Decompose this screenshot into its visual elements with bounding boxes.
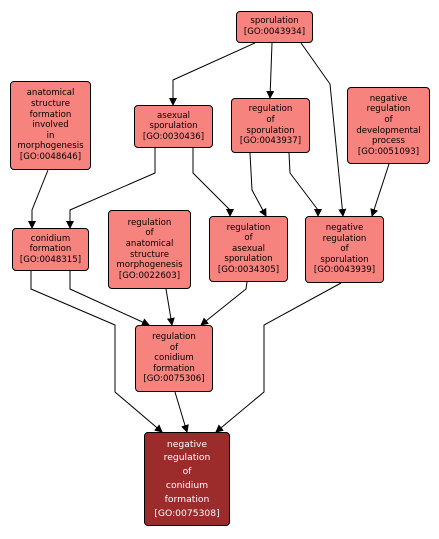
node-label-line: sporulation <box>320 254 369 265</box>
node-label-line: in <box>46 130 55 141</box>
node-label-line: conidium <box>154 353 194 364</box>
node-label-line: of <box>384 114 393 125</box>
edge-GO-0043934-to-GO-0043939 <box>300 42 347 217</box>
edge-GO-0051093-to-GO-0043939 <box>370 163 390 217</box>
node-label-line: process <box>371 136 406 147</box>
node-label-line: [GO:0043937] <box>239 136 302 147</box>
edge-GO-0048315-to-GO-0075308 <box>30 271 163 433</box>
node-label-line: regulation <box>366 104 411 115</box>
node-label-line: of <box>169 342 179 353</box>
node-label-line: sporulation <box>224 254 273 265</box>
node-label-line: of <box>340 244 349 255</box>
edge-GO-0048646-to-GO-0048315 <box>28 169 49 229</box>
node-label-line: anatomical <box>26 88 75 99</box>
edge-GO-0043937-to-GO-0034305 <box>249 152 267 217</box>
node-label-line: formation <box>29 244 72 255</box>
go-term-node-go-0075308[interactable]: negative regulation of conidium formation [GO… <box>144 432 230 526</box>
edge-GO-0043934-to-GO-0030436 <box>169 42 256 106</box>
edge-GO-0075306-to-GO-0075308 <box>174 391 189 433</box>
edge-GO-0030436-to-GO-0048315 <box>66 148 156 229</box>
node-label-line: of <box>266 114 275 125</box>
node-label-line: formation <box>29 109 72 120</box>
edge-GO-0043934-to-GO-0043937 <box>266 42 275 99</box>
node-label-line: asexual <box>156 110 191 121</box>
node-label-line: negative <box>325 223 364 234</box>
node-label-line: regulation <box>248 104 293 115</box>
node-label-line: [GO:0030436] <box>142 131 205 142</box>
node-label-line: asexual <box>231 243 266 254</box>
node-label-line: [GO:0075308] <box>154 507 220 519</box>
edge-GO-0022603-to-GO-0075306 <box>165 288 175 326</box>
node-label-line: [GO:0048646] <box>19 151 82 162</box>
edge-GO-0043939-to-GO-0075308 <box>215 282 342 433</box>
node-label-line: regulation <box>127 217 172 228</box>
node-label-line: negative <box>166 438 208 450</box>
node-label-line: morphogenesis <box>17 141 84 152</box>
edge-GO-0043937-to-GO-0043939 <box>288 152 322 217</box>
node-label-line: involved <box>32 120 69 131</box>
node-label-line: of <box>182 466 192 478</box>
node-label-line: [GO:0051093] <box>357 146 420 157</box>
node-label-line: [GO:0075306] <box>143 374 205 385</box>
node-label-line: structure <box>130 249 169 260</box>
edge-GO-0034305-to-GO-0075306 <box>200 281 248 326</box>
node-label-line: formation <box>164 493 210 505</box>
node-label-line: morphogenesis <box>116 260 183 271</box>
node-label-line: regulation <box>163 452 211 464</box>
node-label-line: of <box>145 228 154 239</box>
node-label-line: formation <box>153 363 195 374</box>
node-label-line: negative <box>369 93 408 104</box>
edge-GO-0048315-to-GO-0075306 <box>69 271 150 326</box>
node-label-line: sporulation <box>246 125 295 136</box>
node-label-line: [GO:0022603] <box>118 270 181 281</box>
node-label-line: sporulation <box>149 121 198 132</box>
node-label-line: [GO:0034305] <box>217 264 280 275</box>
go-term-node-go-0043934[interactable]: sporulation[GO:0043934] <box>236 11 313 43</box>
node-label-line: conidium <box>30 233 71 244</box>
node-label-line: regulation <box>322 233 367 244</box>
node-label-line: developmental <box>356 125 421 136</box>
node-label-line: [GO:0048315] <box>19 254 82 265</box>
node-label-line: sporulation <box>250 16 299 27</box>
node-label-line: anatomical <box>125 238 174 249</box>
node-label-line: of <box>244 233 253 244</box>
node-label-line: regulation <box>152 332 196 343</box>
node-label-line: regulation <box>226 222 271 233</box>
node-label-line: conidium <box>165 480 209 491</box>
edge-GO-0030436-to-GO-0034305 <box>192 148 234 217</box>
node-label-line: [GO:0043934] <box>243 27 306 37</box>
node-label-line: [GO:0043939] <box>313 265 376 276</box>
node-label-line: structure <box>31 99 70 110</box>
